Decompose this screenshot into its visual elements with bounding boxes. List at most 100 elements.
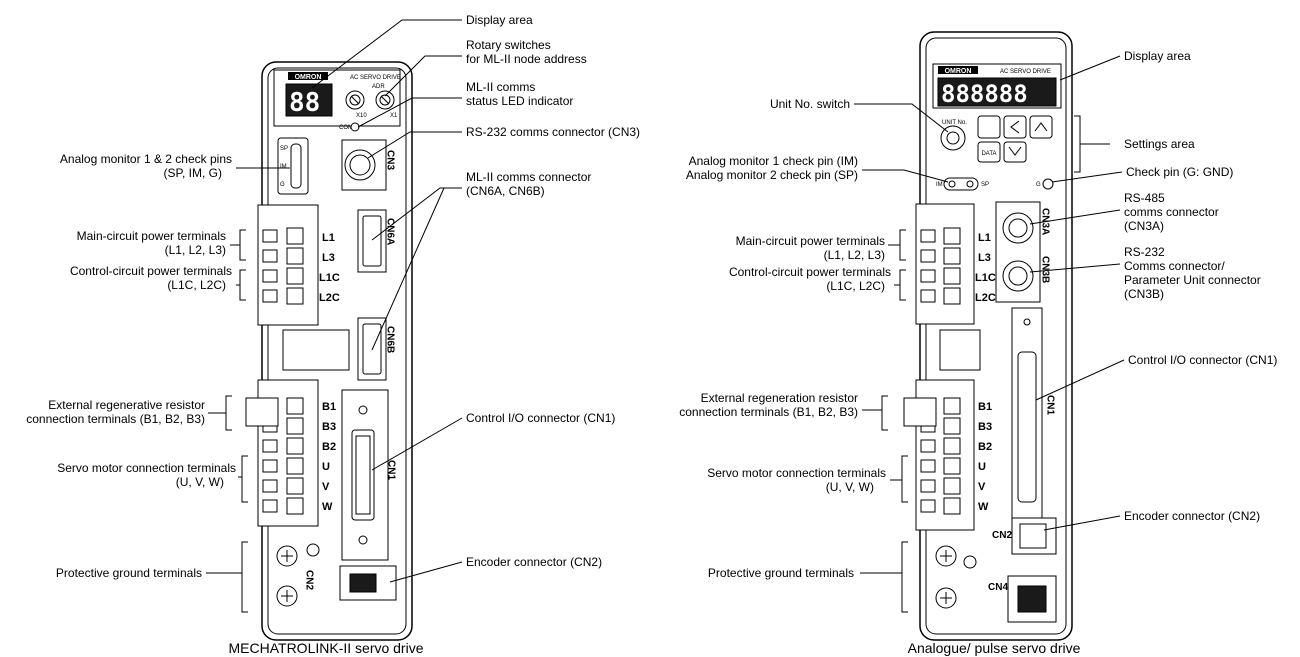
- mlii-seven-segment-display: [285, 83, 333, 117]
- terminal-screw[interactable]: [262, 459, 278, 473]
- mlii-cn6a-inner: [362, 215, 382, 267]
- mlii-callout-analog-2: (SP, IM, G): [164, 166, 222, 180]
- pulse-short-bar: [903, 397, 937, 427]
- pulse-callout-ground: Protective ground terminals: [708, 566, 854, 580]
- pulse-im-label: IM: [936, 182, 943, 188]
- mlii-x1-label: X1: [390, 113, 398, 119]
- pulse-callout-encoder: Encoder connector (CN2): [1124, 509, 1260, 523]
- terminal-screw[interactable]: [262, 269, 278, 283]
- mlii-caption: MECHATROLINK-II servo drive: [229, 640, 424, 656]
- mlii-cn1-screw-bottom: [358, 535, 368, 545]
- mlii-callout-encoder: Encoder connector (CN2): [466, 555, 602, 569]
- terminal-screw[interactable]: [920, 479, 936, 493]
- mlii-rotary-x10-slot: [350, 95, 360, 105]
- mlii-display-digits: 88: [289, 88, 320, 118]
- bracket: [899, 269, 906, 301]
- terminal-screw[interactable]: [262, 289, 278, 303]
- pulse-main-terminals: [920, 227, 961, 305]
- mlii-short-bar: [245, 397, 279, 427]
- leader-line: [371, 187, 462, 241]
- terminal-screw[interactable]: [262, 479, 278, 493]
- mlii-callout-analog-1: Analog monitor 1 & 2 check pins: [60, 152, 232, 166]
- pulse-callout-settings: Settings area: [1124, 137, 1195, 151]
- terminal-slot: [286, 287, 304, 305]
- pulse-data-label: DATA: [981, 151, 996, 157]
- mlii-cn2-plug: [349, 573, 377, 593]
- pulse-callout-rs485-2: comms connector: [1124, 205, 1219, 219]
- pulse-cn1-label: CN1: [1045, 395, 1056, 415]
- terminal-screw[interactable]: [262, 229, 278, 243]
- leader-line: [854, 103, 949, 133]
- pulse-check-pin-g[interactable]: [1042, 178, 1054, 190]
- leader-line: [357, 97, 462, 128]
- pulse-callout-rs232-3: Parameter Unit connector: [1124, 273, 1261, 287]
- pulse-callout-control-power-1: Control-circuit power terminals: [729, 265, 891, 279]
- terminal-screw[interactable]: [262, 249, 278, 263]
- pulse-cn1-screw-top: [1023, 318, 1031, 326]
- terminal-slot: [943, 287, 961, 305]
- leader-line: [1059, 55, 1121, 81]
- terminal-screw[interactable]: [920, 499, 936, 513]
- leader-line: [389, 561, 463, 583]
- pulse-cn2-label: CN2: [992, 530, 1012, 541]
- mlii-callout-mlii-conn-2: (CN6A, CN6B): [466, 184, 545, 198]
- mlii-callout-display-area: Display area: [466, 13, 533, 27]
- terminal-screw[interactable]: [920, 249, 936, 263]
- leader-line: [311, 19, 462, 89]
- terminal-slot: [943, 457, 961, 475]
- terminal-screw[interactable]: [262, 439, 278, 453]
- mlii-callout-mlii-conn-1: ML-II comms connector: [466, 170, 591, 184]
- mlii-callout-regen-2: connection terminals (B1, B2, B3): [26, 412, 205, 426]
- terminal-slot: [943, 477, 961, 495]
- leader-line: [1029, 209, 1121, 225]
- pulse-brand-plate: [938, 66, 978, 74]
- mlii-callout-motor-2: (U, V, W): [176, 475, 224, 489]
- pulse-data-button[interactable]: [977, 141, 1001, 163]
- terminal-screw[interactable]: [920, 459, 936, 473]
- leader-line: [1035, 359, 1125, 401]
- terminal-screw[interactable]: [920, 439, 936, 453]
- chevron-up-icon: [1034, 122, 1048, 132]
- pulse-down-button[interactable]: [1003, 141, 1027, 163]
- pulse-mode-button[interactable]: [977, 115, 1001, 139]
- mlii-cn1-screw-top: [358, 405, 368, 415]
- mlii-main-terminal-block: [257, 204, 319, 326]
- pulse-up-button[interactable]: [1029, 115, 1053, 139]
- mlii-cn3-label: CN3: [385, 150, 396, 170]
- ground-icon: [963, 555, 977, 569]
- pulse-caption: Analogue/ pulse servo drive: [908, 640, 1081, 656]
- pulse-lower-terminals: [920, 397, 961, 515]
- pulse-display-digits: 888888: [941, 80, 1028, 108]
- mlii-callout-ground: Protective ground terminals: [56, 566, 202, 580]
- pulse-unit-label: UNIT No.: [942, 120, 967, 126]
- leader-line: [1029, 263, 1121, 273]
- mlii-terminal-l2c: L2C: [319, 292, 340, 304]
- mlii-pin-sp: SP: [280, 146, 288, 152]
- mlii-callout-status-1: ML-II comms: [466, 80, 535, 94]
- bracket: [901, 455, 908, 503]
- mlii-callout-rotary-2: for ML-II node address: [466, 52, 587, 66]
- pulse-callout-main-power-2: (L1, L2, L3): [824, 248, 885, 262]
- ground-icon: [306, 543, 320, 557]
- terminal-slot: [286, 457, 304, 475]
- terminal-screw[interactable]: [262, 499, 278, 513]
- mlii-terminal-v: V: [322, 481, 330, 493]
- pulse-cn1-connector[interactable]: [1017, 351, 1037, 503]
- pulse-terminal-b2: B2: [978, 441, 992, 453]
- pulse-model-text: AC SERVO DRIVE: [1000, 69, 1051, 75]
- terminal-screw[interactable]: [920, 229, 936, 243]
- mlii-callout-rs232: RS-232 comms connector (CN3): [466, 125, 640, 139]
- terminal-screw[interactable]: [920, 289, 936, 303]
- pulse-terminal-v: V: [978, 481, 986, 493]
- pulse-callout-main-power-1: Main-circuit power terminals: [736, 234, 885, 248]
- pulse-callout-check-pin: Check pin (G: GND): [1126, 165, 1233, 179]
- mlii-check-pins[interactable]: [290, 143, 302, 189]
- pulse-shift-button[interactable]: [1003, 115, 1027, 139]
- pulse-callout-unit-switch: Unit No. switch: [770, 97, 850, 111]
- pulse-callout-analog-1: Analog monitor 1 check pin (IM): [689, 154, 858, 168]
- pulse-pin-im: [948, 180, 956, 188]
- chevron-left-icon: [1010, 120, 1020, 134]
- mlii-brand: OMRON: [295, 74, 322, 81]
- terminal-screw[interactable]: [920, 269, 936, 283]
